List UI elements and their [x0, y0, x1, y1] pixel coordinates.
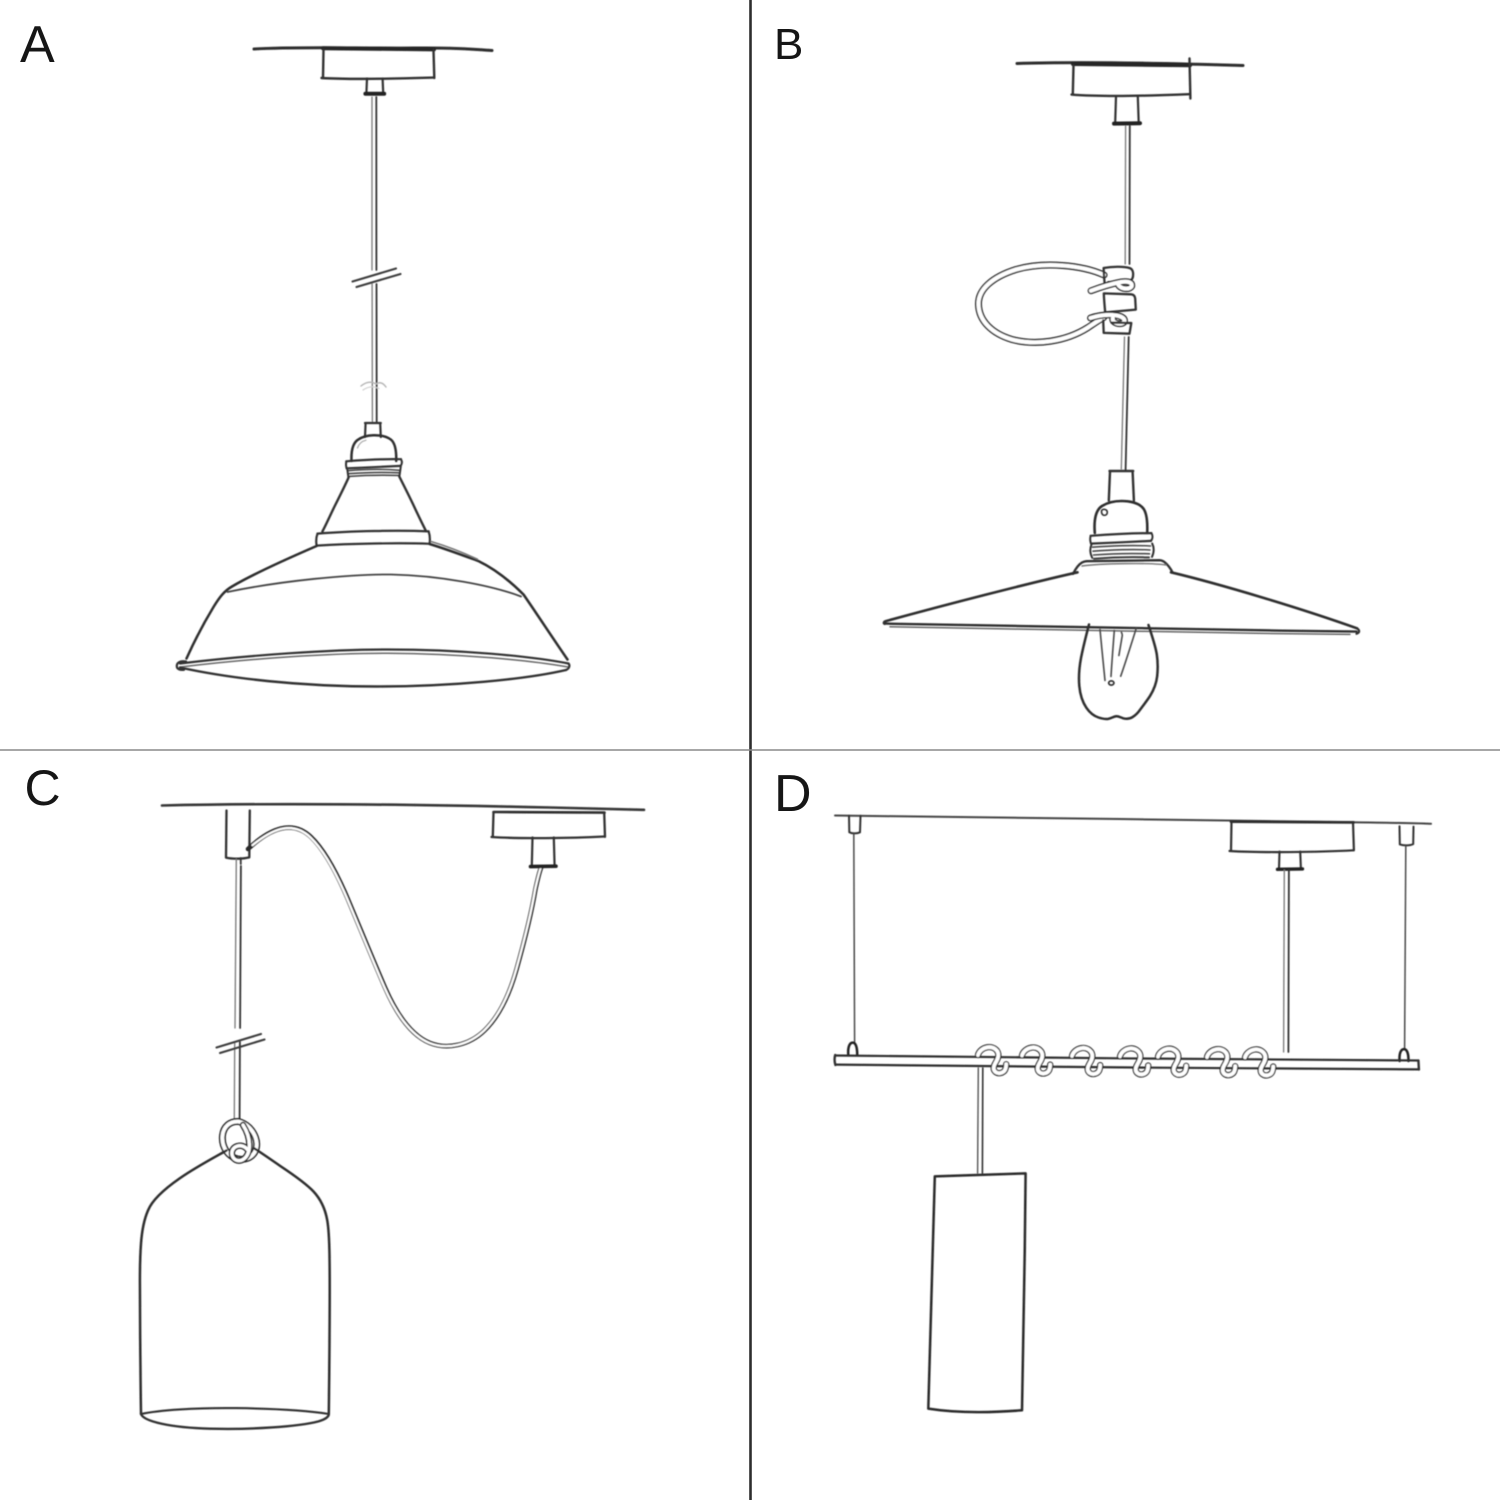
svg-text:B: B — [774, 20, 803, 69]
svg-text:C: C — [25, 760, 61, 816]
svg-text:D: D — [774, 765, 812, 823]
svg-text:A: A — [20, 16, 55, 74]
